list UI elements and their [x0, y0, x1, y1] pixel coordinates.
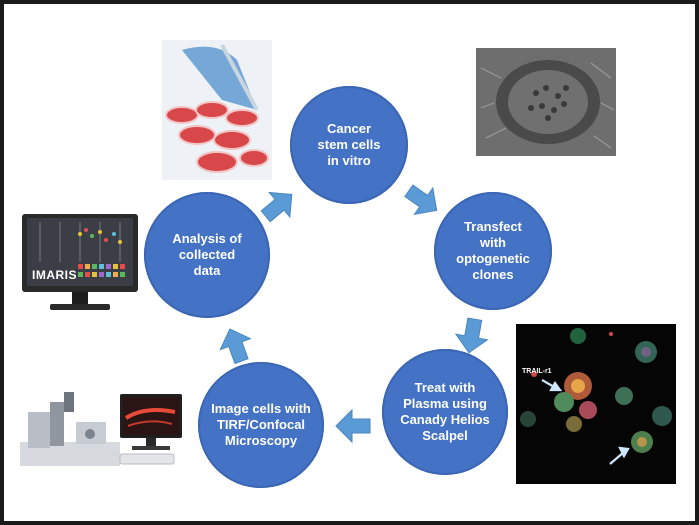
arrow-analysis-to-stem [250, 178, 306, 234]
confocal-microscope-illustration [20, 382, 190, 472]
software-logo-text: IMARIS [32, 268, 77, 282]
stem-cell-micrograph [476, 48, 616, 156]
fluorescence-micrograph: TRAIL-r1 [516, 324, 676, 484]
node-transfect: Transfect with optogenetic clones [434, 192, 552, 310]
node-label-image-cells: Image cells with TIRF/Confocal Microscop… [211, 401, 311, 448]
arrow-image-to-analysis [210, 320, 261, 371]
node-image-cells: Image cells with TIRF/Confocal Microscop… [198, 362, 324, 488]
arrow-treat-to-image [334, 406, 374, 446]
petri-dish-illustration [162, 40, 272, 180]
micrograph-label: TRAIL-r1 [522, 368, 552, 375]
analysis-monitor-illustration: IMARIS [20, 212, 140, 314]
node-label-analysis: Analysis of collected data [172, 231, 242, 278]
arrow-stem-to-transfect [394, 172, 450, 228]
node-label-cancer-stem-cells: Cancer stem cells in vitro [317, 121, 381, 168]
node-cancer-stem-cells: Cancer stem cells in vitro [290, 86, 408, 204]
node-analysis: Analysis of collected data [144, 192, 270, 318]
arrow-transfect-to-treat [449, 312, 495, 358]
node-treat-plasma: Treat with Plasma using Canady Helios Sc… [382, 349, 508, 475]
node-label-treat-plasma: Treat with Plasma using Canady Helios Sc… [400, 380, 490, 443]
node-label-transfect: Transfect with optogenetic clones [456, 219, 530, 282]
